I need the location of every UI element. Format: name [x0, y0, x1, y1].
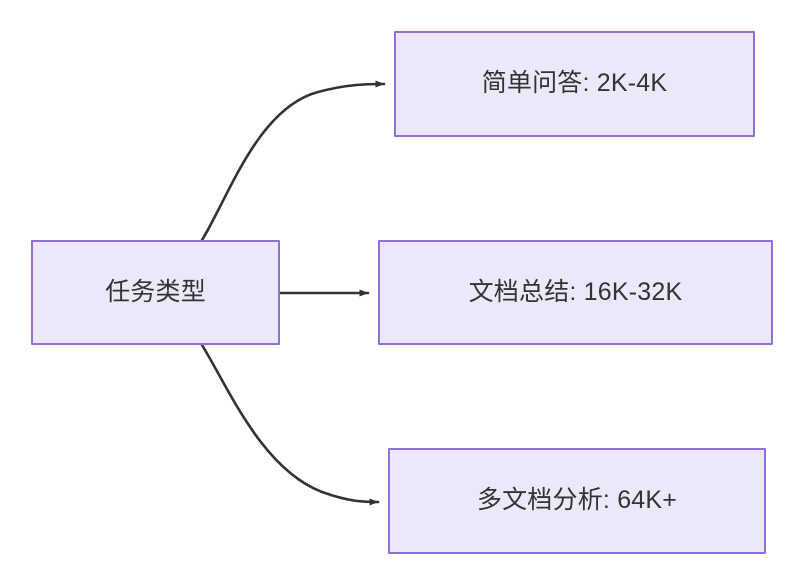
node-task-type-label: 任务类型	[105, 277, 206, 306]
edge-root-to-simple-qa	[200, 80, 386, 242]
node-simple-qa[interactable]: 简单问答: 2K-4K	[394, 31, 755, 137]
node-simple-qa-label: 简单问答: 2K-4K	[481, 69, 668, 98]
node-multi-doc-label: 多文档分析: 64K+	[476, 486, 678, 515]
edge-root-to-multi-doc	[200, 343, 380, 506]
node-task-type[interactable]: 任务类型	[31, 240, 280, 345]
node-doc-summary-label: 文档总结: 16K-32K	[468, 277, 683, 306]
node-multi-doc[interactable]: 多文档分析: 64K+	[388, 448, 766, 554]
node-doc-summary[interactable]: 文档总结: 16K-32K	[378, 240, 773, 345]
